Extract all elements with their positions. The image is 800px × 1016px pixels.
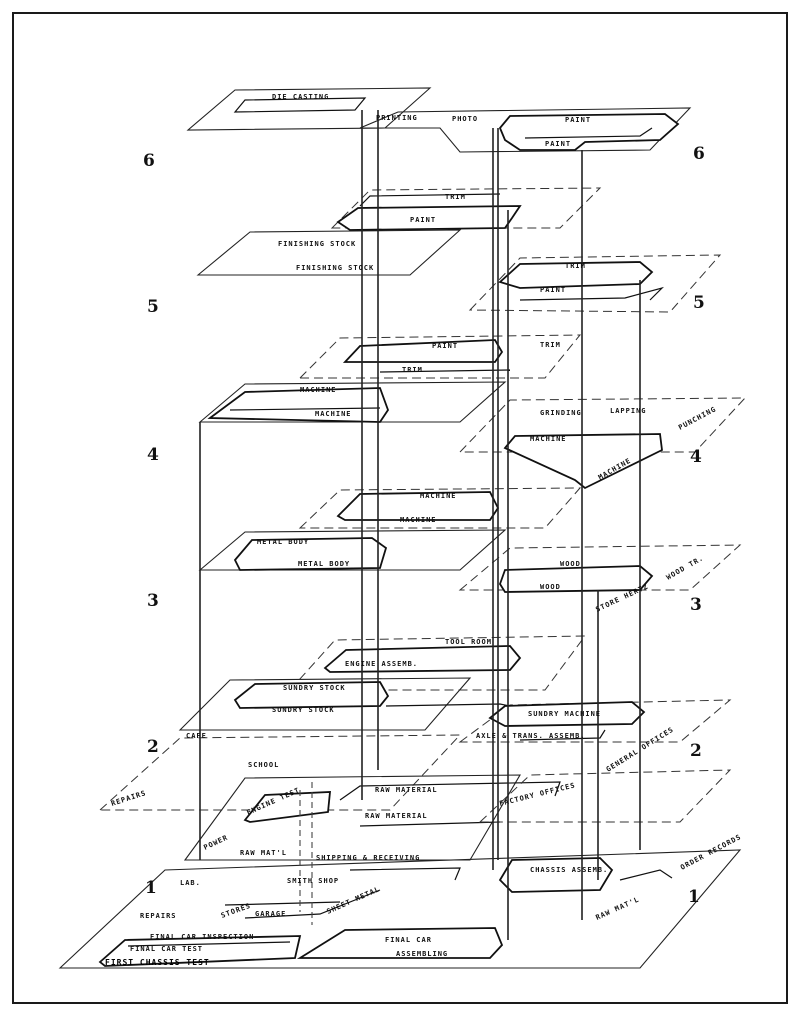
floor-number-left-6: 6	[143, 151, 155, 171]
label-tool-room: TOOL ROOM	[445, 638, 492, 646]
label-chassis-assemb: CHASSIS ASSEMB.	[530, 866, 608, 874]
floor-numbers-right: 6 5 4 3 2 1	[688, 144, 705, 907]
label-first-chassis-test: FIRST CHASSIS TEST	[105, 958, 210, 967]
label-machine-4e: MACHINE	[420, 492, 457, 500]
label-sundry-machine: SUNDRY MACHINE	[528, 710, 601, 718]
label-finishing-stock-a: FINISHING STOCK	[278, 240, 356, 248]
label-raw-matl-right: RAW MAT'L	[595, 895, 641, 921]
label-raw-material-a: RAW MATERIAL	[375, 786, 438, 794]
floor-number-right-6: 6	[693, 144, 705, 164]
label-paint-5b: PAINT	[540, 286, 566, 294]
label-metal-body-a: METAL BODY	[257, 538, 309, 546]
label-raw-material-b: RAW MATERIAL	[365, 812, 428, 820]
diagram-border	[12, 12, 788, 1004]
vertical-shafts	[199, 110, 641, 940]
label-final-car: FINAL CAR	[385, 936, 432, 944]
label-machine-4f: MACHINE	[400, 516, 437, 524]
floor-1-planes	[58, 849, 742, 969]
label-raw-matl-left: RAW MAT'L	[240, 849, 287, 857]
label-sundry-stock-b: SUNDRY STOCK	[272, 706, 335, 714]
label-lab: LAB.	[180, 879, 201, 887]
label-lapping: LAPPING	[610, 407, 647, 415]
label-sundry-stock-a: SUNDRY STOCK	[283, 684, 346, 692]
label-repairs-1: REPAIRS	[140, 912, 177, 920]
label-grinding: GRINDING	[540, 409, 582, 417]
label-paint-5c: PAINT	[432, 342, 458, 350]
label-die-casting: DIE CASTING	[272, 93, 329, 101]
floor-number-left-2: 2	[147, 737, 159, 757]
label-paint-6a: PAINT	[565, 116, 591, 124]
label-factory-offices: FACTORY OFFICES	[499, 781, 577, 808]
label-wood-a: WOOD	[560, 560, 581, 568]
label-paint-6b: PAINT	[545, 140, 571, 148]
label-punching: PUNCHING	[677, 405, 718, 432]
label-cafe: CAFE	[186, 732, 207, 740]
label-engine-assemb: ENGINE ASSEMB.	[345, 660, 418, 668]
label-finishing-stock-b: FINISHING STOCK	[296, 264, 374, 272]
floor-4-planes	[198, 381, 747, 571]
label-assembling: ASSEMBLING	[396, 950, 448, 958]
label-shipping-receiving: SHIPPING & RECEIVING	[316, 854, 420, 862]
floor-2-planes	[98, 699, 732, 861]
label-photo: PHOTO	[452, 115, 478, 123]
label-machine-4c: MACHINE	[530, 435, 567, 443]
label-wood-tr: WOOD TR.	[665, 554, 705, 582]
floor-6-planes	[186, 87, 692, 153]
floor-number-left-5: 5	[147, 297, 159, 317]
label-trim-5b: TRIM	[565, 262, 586, 270]
label-power: POWER	[202, 834, 229, 852]
label-repairs-2: REPAIRS	[110, 789, 147, 808]
floor-number-right-2: 2	[690, 741, 702, 761]
label-final-car-test: FINAL CAR TEST	[130, 945, 203, 953]
label-machine-4b: MACHINE	[315, 410, 352, 418]
label-metal-body-b: METAL BODY	[298, 560, 350, 568]
label-trim-5a: TRIM	[445, 193, 466, 201]
label-printing: PRINTING	[376, 114, 418, 122]
floor-5-planes	[196, 187, 722, 379]
label-smith-shop: SMITH SHOP	[287, 877, 339, 885]
label-sheet-metal: SHEET METAL	[326, 885, 382, 916]
label-wood-b: WOOD	[540, 583, 561, 591]
label-paint-5d: TRIM	[402, 366, 423, 374]
floor-number-left-4: 4	[147, 445, 159, 465]
floor-3-planes	[178, 544, 742, 731]
floor-number-left-3: 3	[147, 591, 159, 611]
floor-numbers-left: 6 5 4 3 2 1	[143, 151, 159, 898]
floor-number-right-4: 4	[690, 447, 702, 467]
floor-number-right-5: 5	[693, 293, 705, 313]
label-garage: GARAGE	[255, 910, 286, 918]
floor-number-right-1: 1	[688, 887, 700, 907]
label-trim-5c: TRIM	[540, 341, 561, 349]
label-paint-5a: PAINT	[410, 216, 436, 224]
label-final-car-inspection: FINAL CAR INSPECTION	[150, 933, 254, 941]
floor-number-right-3: 3	[690, 595, 702, 615]
label-machine-4a: MACHINE	[300, 386, 337, 394]
label-axle-trans: AXLE & TRANS. ASSEMB.	[476, 732, 586, 740]
label-school: SCHOOL	[248, 761, 279, 769]
floor-number-left-1: 1	[145, 878, 157, 898]
